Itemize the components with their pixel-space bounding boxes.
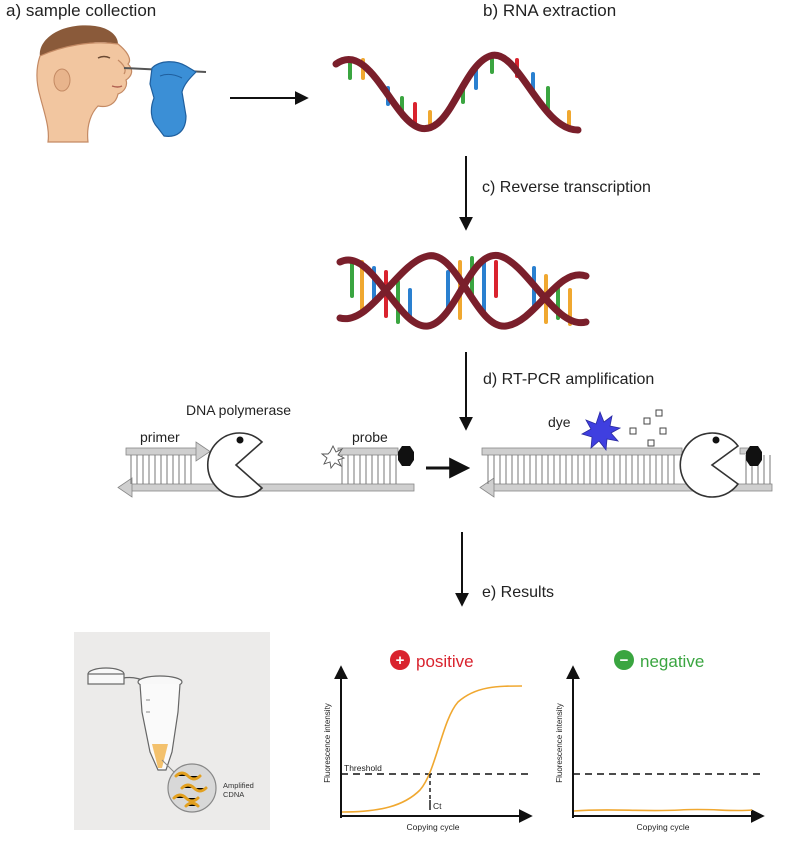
dye-burst-icon — [580, 410, 622, 452]
primer-label: primer — [140, 429, 180, 445]
cdna-helix-icons — [172, 771, 208, 808]
glove-icon — [149, 61, 197, 137]
ct-label: Ct — [433, 801, 442, 811]
probe-fragments — [629, 409, 667, 447]
positive-badge-icon — [390, 650, 410, 670]
polymerase-label: DNA polymerase — [186, 402, 292, 418]
step-e-label: e) Results — [482, 584, 555, 601]
step-d-label: d) RT-PCR amplification — [483, 371, 655, 388]
quencher-icon-right — [746, 446, 762, 466]
negative-ylabel: Fluorescence intensity — [555, 703, 564, 783]
positive-curve — [341, 685, 523, 813]
polymerase-eye — [236, 436, 244, 444]
polymerase-icon-right — [679, 432, 740, 498]
tube-panel — [74, 632, 270, 830]
polymerase-eye-right — [712, 436, 720, 444]
probe-icon — [320, 444, 346, 470]
dna-helix-icon — [336, 252, 590, 330]
tube-label: Amplified CDNA — [223, 781, 254, 799]
negative-xlabel: Copying cycle — [637, 822, 690, 832]
tube-icon — [137, 675, 183, 771]
dye-label: dye — [548, 414, 571, 430]
face-swab-icon — [36, 25, 207, 143]
positive-xlabel: Copying cycle — [407, 822, 460, 832]
negative-curve — [573, 808, 753, 812]
positive-chart — [334, 665, 533, 823]
probe-label: probe — [352, 429, 388, 445]
negative-chart — [566, 665, 765, 823]
quencher-icon — [398, 446, 414, 466]
positive-title: positive — [416, 652, 474, 671]
positive-badge-symbol: + — [396, 652, 405, 669]
step-c-label: c) Reverse transcription — [482, 179, 651, 196]
tube-label-line2: CDNA — [223, 790, 245, 799]
negative-badge-symbol: − — [620, 652, 629, 669]
step-b-label: b) RNA extraction — [483, 1, 617, 20]
pcr-before-panel — [117, 441, 415, 498]
negative-badge-icon — [614, 650, 634, 670]
rna-strand-icon — [332, 51, 582, 134]
positive-ylabel: Fluorescence intensity — [323, 703, 332, 783]
tube-label-line1: Amplified — [223, 781, 254, 790]
negative-title: negative — [640, 652, 704, 671]
step-a-label: a) sample collection — [6, 1, 157, 20]
polymerase-icon — [206, 432, 264, 498]
threshold-label: Threshold — [344, 763, 382, 773]
